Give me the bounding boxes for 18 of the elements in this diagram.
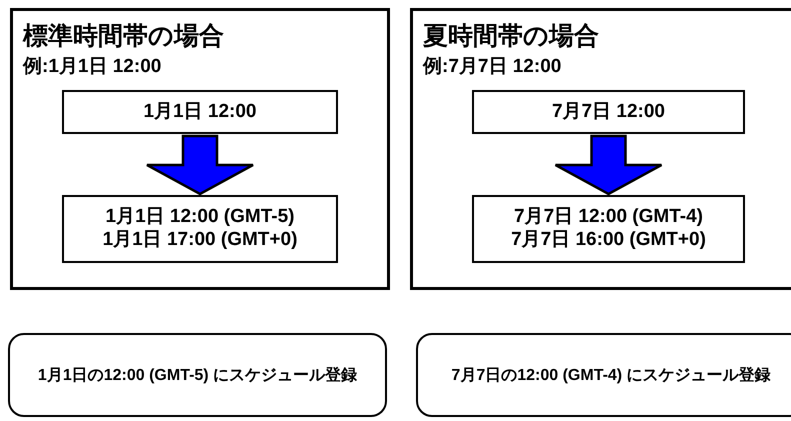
time-line: 7月7日 12:00 (GMT-4) [514, 206, 703, 229]
time-box: 7月7日 12:00 [472, 90, 745, 134]
panel-heading: 標準時間帯の場合 [23, 21, 224, 52]
time-line: 7月7日 16:00 (GMT+0) [511, 229, 706, 252]
result-box: 1月1日の12:00 (GMT-5) にスケジュール登録 [8, 333, 387, 417]
block-arrow [146, 134, 254, 196]
time-line: 1月1日 17:00 (GMT+0) [102, 229, 298, 252]
time-box: 1月1日 12:00 [62, 90, 338, 134]
example-text: 例:7月7日 12:00 [423, 55, 562, 79]
case-panel [410, 8, 791, 290]
result-box: 7月7日の12:00 (GMT-4) にスケジュール登録 [416, 333, 791, 417]
time-box [62, 195, 338, 263]
block-arrow [554, 134, 663, 196]
time-line: 1月1日 12:00 (GMT-5) [106, 206, 294, 229]
case-panel [10, 8, 390, 290]
time-box [472, 195, 745, 263]
panel-heading: 夏時間帯の場合 [423, 21, 599, 52]
example-text: 例:1月1日 12:00 [23, 55, 162, 79]
